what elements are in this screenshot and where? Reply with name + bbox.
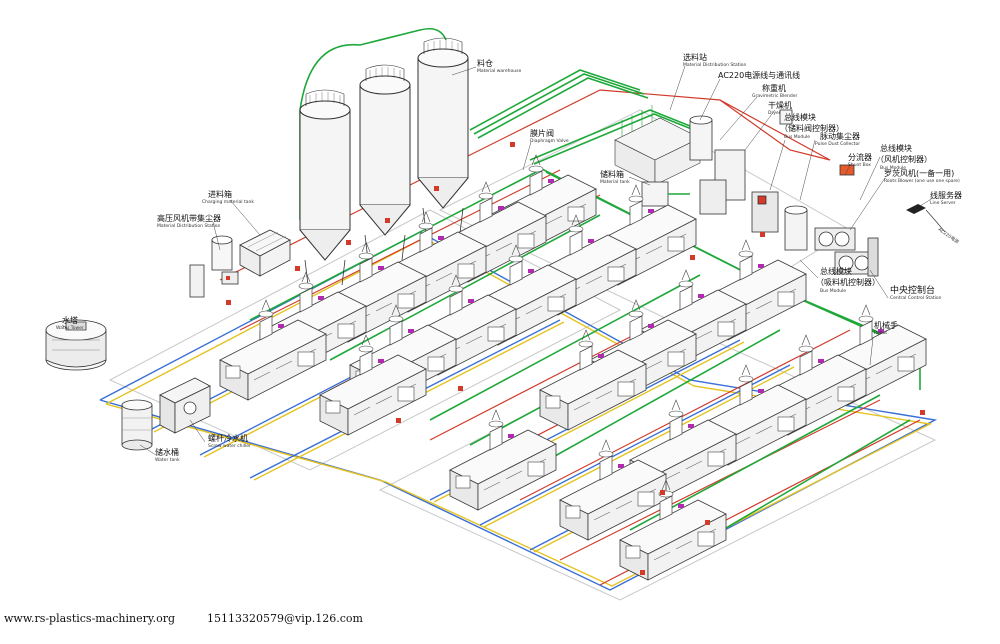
charging-material-tank	[239, 229, 291, 277]
label-central-control-station: 中央控制台 Central Control Station	[890, 284, 942, 301]
label-line-server: 线服务器 Line Server	[930, 190, 962, 206]
label-material-warehouse: 料仓 Material warehouse	[477, 58, 521, 74]
label-screw-water-chiller: 螺杆冷水机 Screw water chiller	[208, 433, 251, 449]
svg-text:Bus Module: Bus Module	[880, 165, 906, 171]
svg-text:称重机: 称重机	[762, 83, 786, 93]
material-distribution-station-left	[189, 235, 239, 298]
label-diaphragm-valve: 膜片阀 Diaphragm Valve	[530, 128, 569, 144]
svg-text:Roots Blower (one use one spar: Roots Blower (one use one spare)	[884, 178, 960, 184]
svg-text:Bus Module: Bus Module	[820, 288, 846, 294]
label-material-distribution-station-top: 选料站 Material Distribution Station	[683, 52, 747, 68]
material-tank-rack	[614, 105, 701, 186]
label-bus-module-top: 总线模块 （储料阀控制器） Bus Module	[780, 112, 844, 140]
svg-text:Material tank: Material tank	[600, 179, 630, 185]
svg-text:总线模块: 总线模块	[880, 143, 912, 153]
svg-text:AC220电源线与通讯线: AC220电源线与通讯线	[718, 70, 800, 80]
footer-website: www.rs-plastics-machinery.org	[4, 612, 176, 625]
svg-text:Material Distribution Station: Material Distribution Station	[683, 62, 747, 68]
bus-module-markers	[226, 142, 925, 575]
label-pulse-dust-collector: 脉动集尘器 Pulse Dust Collector	[815, 131, 860, 147]
screw-water-chiller	[159, 377, 211, 434]
water-tank	[121, 399, 153, 451]
svg-text:（风机控制器）: （风机控制器）	[876, 154, 932, 164]
label-power-comm-line: AC220电源线与通讯线	[718, 70, 800, 80]
svg-text:进料箱: 进料箱	[208, 189, 232, 199]
footer-contact: 15113320579@vip.126.com	[207, 612, 363, 625]
svg-text:总线模块: 总线模块	[820, 266, 852, 276]
svg-text:（吸料机控制器）: （吸料机控制器）	[816, 277, 880, 287]
svg-text:线服务器: 线服务器	[930, 190, 962, 200]
label-charging-material-tank: 进料箱 Charging material tank	[202, 189, 254, 205]
label-robot: 机械手 Robot	[874, 320, 898, 336]
svg-text:Shunt Box: Shunt Box	[848, 162, 871, 168]
svg-text:Material Distribution Station: Material Distribution Station	[157, 223, 221, 229]
line-server	[906, 204, 946, 233]
svg-text:Material warehouse: Material warehouse	[477, 68, 521, 74]
svg-text:脉动集尘器: 脉动集尘器	[820, 131, 860, 141]
svg-text:螺杆冷水机: 螺杆冷水机	[208, 433, 248, 443]
svg-text:Central Control Station: Central Control Station	[890, 295, 942, 301]
svg-text:Bus Module: Bus Module	[784, 134, 810, 140]
label-power-tag: AC220电源	[937, 226, 961, 246]
svg-text:储料箱: 储料箱	[600, 169, 624, 179]
svg-text:总线模块: 总线模块	[784, 112, 816, 122]
svg-text:中央控制台: 中央控制台	[890, 284, 935, 296]
svg-text:水塔: 水塔	[62, 315, 78, 325]
label-material-tank: 储料箱 Material tank	[600, 169, 630, 185]
svg-text:高压风机带集尘器: 高压风机带集尘器	[157, 213, 221, 223]
label-gravimetric-blender: 称重机 Gravimetric Blender	[752, 83, 798, 99]
label-bus-module-center: 总线模块 （吸料机控制器） Bus Module	[816, 266, 880, 294]
label-shunt-box: 分流器 Shunt Box	[848, 152, 872, 168]
roots-blower-group	[779, 109, 879, 277]
svg-text:机械手: 机械手	[874, 320, 898, 330]
label-material-distribution-station-left: 高压风机带集尘器 Material Distribution Station	[157, 213, 221, 229]
svg-text:罗茨风机(一备一用): 罗茨风机(一备一用)	[884, 168, 954, 178]
label-water-tower: 水塔 Water Tower	[56, 315, 84, 331]
svg-text:储水桶: 储水桶	[155, 447, 179, 457]
svg-text:膜片阀: 膜片阀	[530, 128, 554, 138]
svg-text:Dryer: Dryer	[768, 110, 781, 116]
svg-text:Water tank: Water tank	[155, 457, 180, 463]
label-dryer: 干燥机 Dryer	[768, 100, 792, 116]
svg-text:选料站: 选料站	[683, 52, 707, 62]
svg-text:Line Server: Line Server	[930, 200, 956, 206]
water-tower	[45, 319, 107, 371]
svg-text:Gravimetric Blender: Gravimetric Blender	[752, 93, 798, 99]
svg-text:Water Tower: Water Tower	[56, 325, 84, 331]
svg-text:分流器: 分流器	[848, 152, 872, 162]
svg-text:料仓: 料仓	[477, 58, 493, 68]
label-water-tank: 储水桶 Water tank	[155, 447, 180, 463]
svg-text:Screw water chiller: Screw water chiller	[208, 443, 251, 449]
dryer-units	[641, 115, 779, 233]
label-bus-module-right: 总线模块 （风机控制器） Bus Module	[876, 143, 932, 171]
svg-text:Pulse Dust Collector: Pulse Dust Collector	[815, 141, 860, 147]
svg-text:AC220电源: AC220电源	[937, 226, 961, 246]
svg-text:干燥机: 干燥机	[768, 100, 792, 110]
leader-lines	[61, 65, 934, 456]
svg-text:（储料阀控制器）: （储料阀控制器）	[780, 123, 844, 133]
label-roots-blower: 罗茨风机(一备一用) Roots Blower (one use one spa…	[884, 168, 960, 184]
svg-text:Robot: Robot	[874, 330, 887, 336]
svg-text:Diaphragm Valve: Diaphragm Valve	[530, 138, 569, 144]
svg-text:Charging material tank: Charging material tank	[202, 199, 254, 205]
